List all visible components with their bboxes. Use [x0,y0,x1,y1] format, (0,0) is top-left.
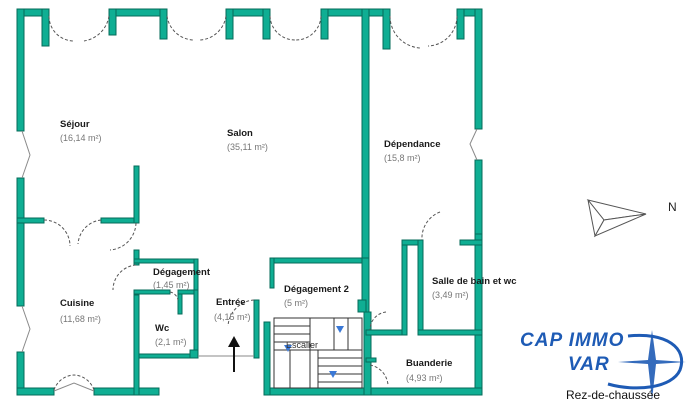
room-sejour-name: Séjour [60,119,90,130]
brand-star-icon [607,330,686,400]
room-cuisine-name: Cuisine [60,298,94,309]
room-degagement-area: (1,45 m²) [153,280,190,290]
staircase: Escalier [273,317,363,389]
brand-logo: CAP IMMO VAR Rez-de-chaussée [516,326,696,408]
room-dependance-name: Dépendance [384,139,441,150]
room-buanderie-area: (4,93 m²) [406,373,443,383]
room-entree-name: Entrée [216,297,246,308]
room-wc-name: Wc [155,323,169,334]
floor-label: Rez-de-chaussée [566,388,661,402]
room-salon-area: (35,11 m²) [227,142,268,152]
room-salon-name: Salon [227,128,253,139]
room-degagement2-area: (5 m²) [284,298,308,308]
room-labels: Séjour (16,14 m²) Salon (35,11 m²) Dépen… [60,119,516,383]
room-dependance-area: (15,8 m²) [384,153,421,163]
openings [21,15,478,392]
stair-label: Escalier [286,340,318,350]
room-cuisine-area: (11,68 m²) [60,314,101,324]
room-degagement2-name: Dégagement 2 [284,284,349,295]
room-buanderie-name: Buanderie [406,358,452,369]
room-wc-area: (2,1 m²) [155,337,187,347]
walls [16,8,483,396]
entry-arrow-icon [228,336,240,372]
room-sejour-area: (16,14 m²) [60,133,102,143]
compass-icon [586,199,647,238]
room-sdb-name: Salle de bain et wc [432,276,516,287]
room-entree-area: (4,15 m²) [214,312,251,322]
room-sdb-area: (3,49 m²) [432,290,469,300]
room-degagement-name: Dégagement [153,267,211,278]
brand-name-line2: VAR [568,354,610,375]
brand-name-line1: CAP IMMO [520,330,625,351]
compass-north-label: N [668,200,677,214]
